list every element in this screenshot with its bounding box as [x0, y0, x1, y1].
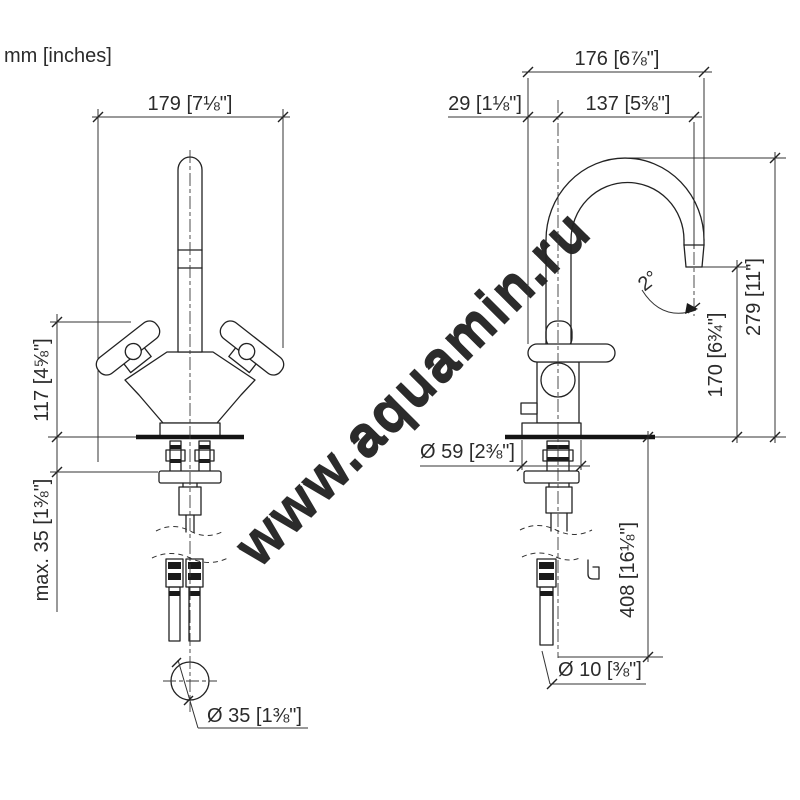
front-extension-lines: [48, 109, 284, 473]
dim-total-height: 279 [11"]: [743, 258, 765, 336]
dim-outlet-angle: 2°: [634, 267, 663, 296]
dim-width-overall: 179 [7⅛"]: [148, 93, 233, 115]
dim-handle-to-center: 29 [1⅛"]: [448, 93, 522, 115]
front-view: [48, 109, 285, 712]
right-handle: [219, 320, 285, 376]
clip-symbol: [587, 559, 600, 580]
handle-side-view: [520, 343, 616, 424]
dim-spout-reach: 137 [5⅜"]: [586, 93, 671, 115]
side-view: [505, 78, 786, 658]
front-view-dimensions: 179 [7⅛"] 117 [4⅝"] max. 35 [1⅜"] Ø 35 […: [31, 93, 308, 729]
left-handle: [95, 320, 161, 376]
dim-base-diameter: Ø 59 [2⅜"]: [420, 441, 515, 463]
dim-hose-length: 408 [16⅛"]: [617, 522, 639, 618]
side-view-dimensions: 176 [6⅞"] 29 [1⅛"] 137 [5⅜"] 170 [6¾"] 2…: [420, 48, 781, 690]
supply-hoses: [151, 553, 229, 642]
side-extension-lines: [521, 78, 786, 658]
supply-hose-side: [521, 552, 600, 646]
gooseneck-spout: [545, 157, 705, 345]
dim-hose-diameter: Ø 10 [⅜"]: [558, 659, 642, 681]
dim-hole-diameter: Ø 35 [1⅜"]: [207, 705, 302, 727]
unit-note: mm [inches]: [4, 45, 112, 67]
dim-spout-outlet-height: 170 [6¾"]: [705, 313, 727, 398]
outlet-angle-annotation: 2°: [634, 267, 701, 314]
dim-max-deck-thickness: max. 35 [1⅜"]: [31, 479, 53, 602]
dim-height-to-handles: 117 [4⅝"]: [31, 338, 53, 421]
dim-depth-overall: 176 [6⅞"]: [575, 48, 660, 70]
